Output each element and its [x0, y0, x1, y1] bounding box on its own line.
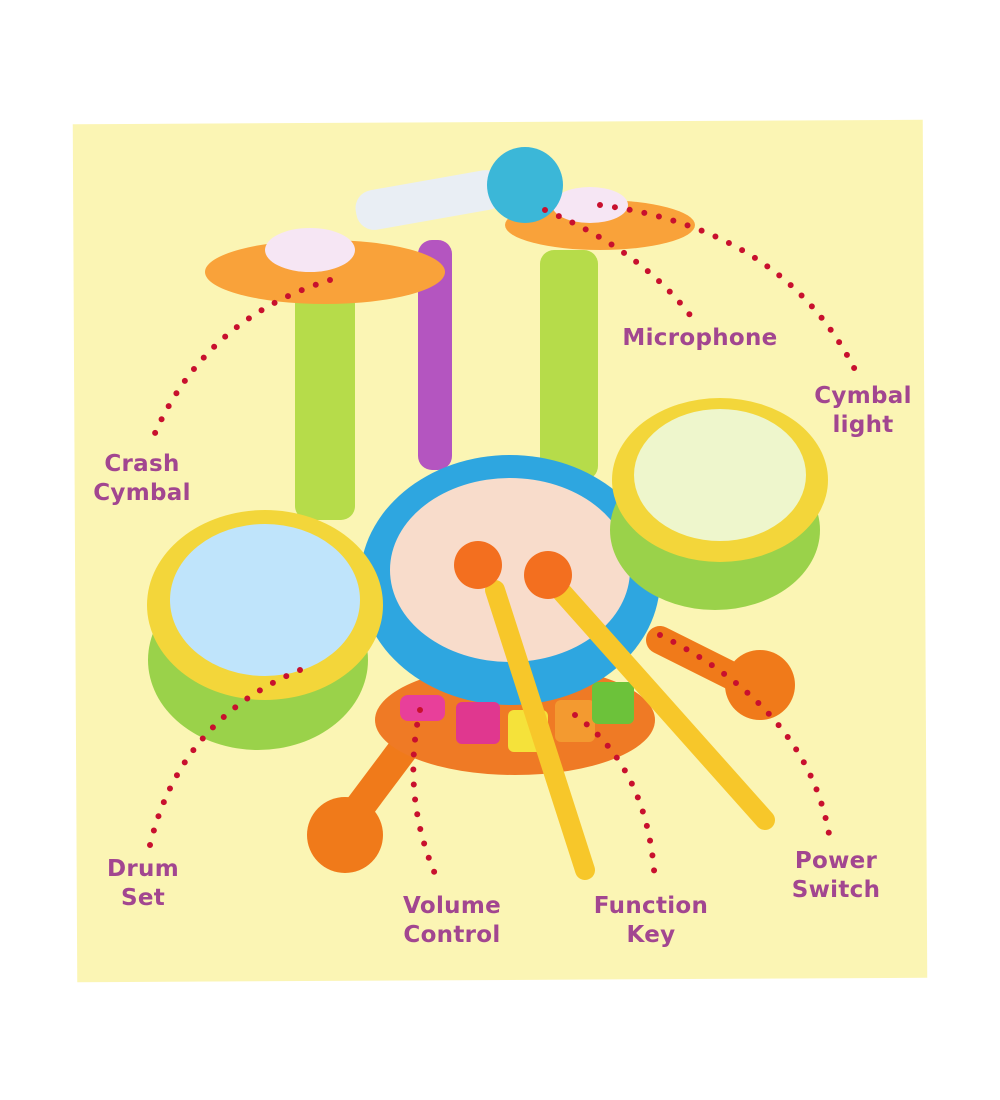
label-line: Volume [403, 893, 501, 919]
label-microphone: Microphone [622, 325, 778, 351]
label-line: Function [593, 893, 709, 919]
microphone [355, 147, 563, 230]
label-line: Cymbal [814, 383, 912, 409]
crash-cymbal-light [265, 228, 355, 272]
label-line: Set [120, 885, 166, 911]
stand-legs [307, 626, 795, 873]
left-drum [147, 510, 383, 750]
label-line: Switch [791, 877, 881, 903]
label-line: Power [794, 848, 878, 874]
drum-set-callout [147, 667, 303, 848]
cymbal-light [552, 187, 628, 223]
crash-cymbal [205, 240, 445, 304]
callout-lines [147, 202, 863, 888]
label-line: Cymbal [93, 480, 191, 506]
label-line: Crash [104, 451, 180, 477]
label-line: Control [403, 922, 501, 948]
left-cymbal-pole [295, 290, 355, 520]
drum-sticks [454, 541, 775, 880]
volume-control-callout [410, 707, 443, 888]
label-line: light [832, 412, 894, 438]
ride-cymbal [505, 200, 695, 250]
cymbal-light-callout [597, 202, 863, 383]
label-line: Drum [107, 856, 179, 882]
function-key-callout [572, 712, 658, 888]
label-cymbal-light: Cymbal light [814, 382, 912, 440]
right-cymbal-pole [540, 250, 598, 480]
right-drum [610, 398, 828, 610]
label-line: Key [626, 922, 676, 948]
mic-stand [418, 240, 452, 470]
power-switch-callout [657, 632, 833, 843]
